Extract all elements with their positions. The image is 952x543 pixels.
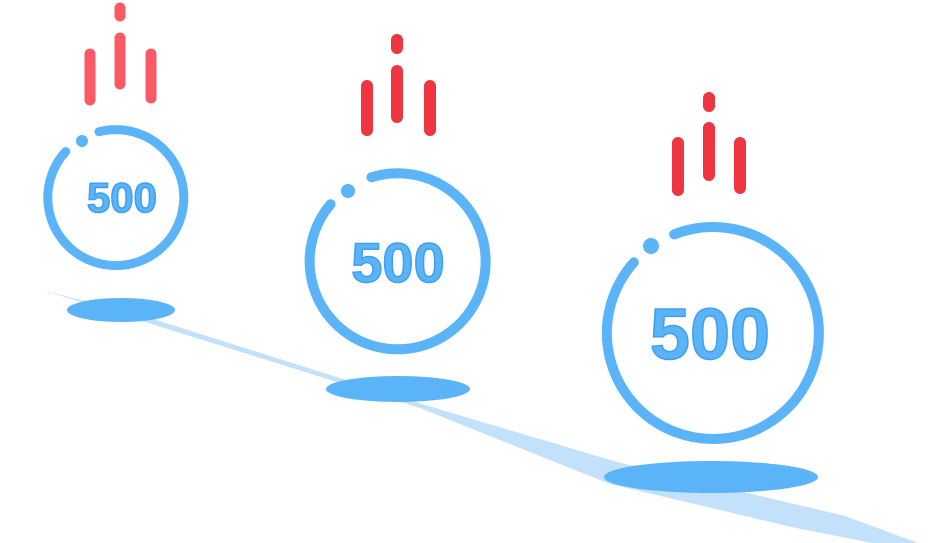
error-code-1: 500 bbox=[87, 174, 157, 221]
error-code-2: 500 bbox=[351, 231, 444, 294]
badge-3: 500 bbox=[601, 92, 824, 444]
ring-1 bbox=[43, 125, 189, 271]
ring-2 bbox=[304, 168, 491, 355]
ground-shadow-3 bbox=[604, 461, 818, 493]
badge-2: 500 bbox=[304, 34, 491, 355]
error-code-3: 500 bbox=[650, 295, 770, 375]
badge-1: 500 bbox=[43, 2, 189, 271]
falling-marks-icon bbox=[84, 2, 157, 106]
ring-dot-1 bbox=[76, 135, 88, 147]
ring-3 bbox=[601, 222, 824, 444]
falling-marks-icon bbox=[672, 92, 746, 196]
path-ribbon bbox=[38, 289, 918, 543]
falling-marks-icon bbox=[361, 34, 436, 136]
ring-dot-3 bbox=[643, 238, 659, 254]
ground-shadow-2 bbox=[326, 376, 470, 402]
ground-shadow-1 bbox=[67, 298, 175, 322]
ring-dot-2 bbox=[341, 184, 355, 198]
